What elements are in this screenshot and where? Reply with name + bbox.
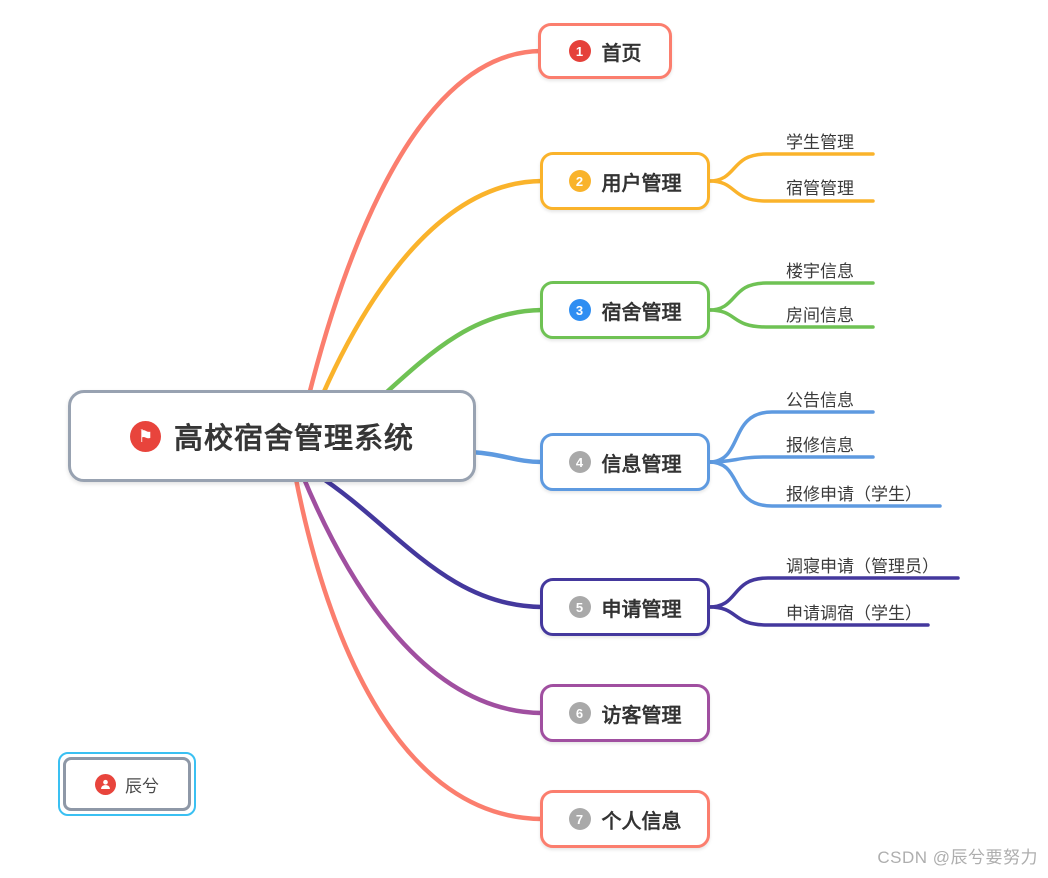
child-line-2-2	[707, 179, 875, 203]
subtopic-5-1[interactable]: 调寝申请（管理员）	[786, 557, 939, 576]
branch-topic-1[interactable]: 1 首页	[538, 23, 672, 79]
child-line-4-1	[707, 410, 875, 464]
user-icon	[95, 773, 116, 795]
child-line-2-1	[707, 152, 875, 183]
branch-topic-1-label: 首页	[601, 42, 642, 65]
branch-topic-3-label: 宿舍管理	[601, 301, 682, 324]
floating-topic-label: 辰兮	[125, 776, 159, 796]
priority-4-badge: 4	[568, 451, 591, 473]
priority-1-badge: 1	[568, 40, 591, 62]
branch-topic-2[interactable]: 2 用户管理	[540, 152, 710, 210]
branch-topic-6-label: 访客管理	[601, 704, 682, 727]
branch-topic-5[interactable]: 5 申请管理	[540, 578, 710, 636]
subtopic-5-2[interactable]: 申请调宿（学生）	[786, 604, 922, 623]
branch-topic-7-label: 个人信息	[601, 810, 682, 833]
flag-icon: ⚑	[129, 420, 161, 452]
branch-line-1	[293, 48, 544, 453]
priority-5-badge: 5	[568, 596, 591, 618]
priority-6-badge: 6	[568, 702, 591, 724]
branch-topic-7[interactable]: 7 个人信息	[540, 790, 710, 848]
branch-topic-2-label: 用户管理	[601, 172, 682, 195]
subtopic-2-1[interactable]: 学生管理	[786, 133, 854, 152]
child-line-4-2	[707, 455, 875, 464]
root-topic-label: 高校宿舍管理系统	[173, 423, 414, 455]
subtopic-3-1[interactable]: 楼宇信息	[786, 262, 854, 281]
branch-topic-4[interactable]: 4 信息管理	[540, 433, 710, 491]
watermark: CSDN @辰兮要努力	[877, 848, 1038, 867]
branch-line-7	[292, 471, 545, 822]
child-line-5-1	[707, 576, 960, 609]
branch-topic-6[interactable]: 6 访客管理	[540, 684, 710, 742]
branch-topic-4-label: 信息管理	[601, 453, 682, 476]
child-line-5-2	[707, 605, 930, 627]
branch-topic-5-label: 申请管理	[601, 598, 682, 621]
priority-3-badge: 3	[568, 299, 591, 321]
subtopic-4-1[interactable]: 公告信息	[786, 391, 854, 410]
priority-2-badge: 2	[568, 170, 591, 192]
root-topic[interactable]: ⚑ 高校宿舍管理系统	[68, 390, 476, 482]
floating-topic-selection[interactable]: 辰兮	[58, 752, 196, 816]
subtopic-4-2[interactable]: 报修信息	[786, 436, 854, 455]
branch-topic-3[interactable]: 3 宿舍管理	[540, 281, 710, 339]
branch-line-5	[313, 471, 545, 610]
child-line-3-2	[707, 308, 875, 329]
branch-line-4	[467, 449, 545, 465]
floating-topic[interactable]: 辰兮	[63, 757, 191, 811]
branch-line-6	[299, 471, 545, 716]
priority-7-badge: 7	[568, 808, 591, 830]
subtopic-2-2[interactable]: 宿管管理	[786, 179, 854, 198]
subtopic-3-2[interactable]: 房间信息	[786, 306, 854, 325]
subtopic-4-3[interactable]: 报修申请（学生）	[786, 485, 922, 504]
child-line-4-3	[707, 460, 942, 508]
